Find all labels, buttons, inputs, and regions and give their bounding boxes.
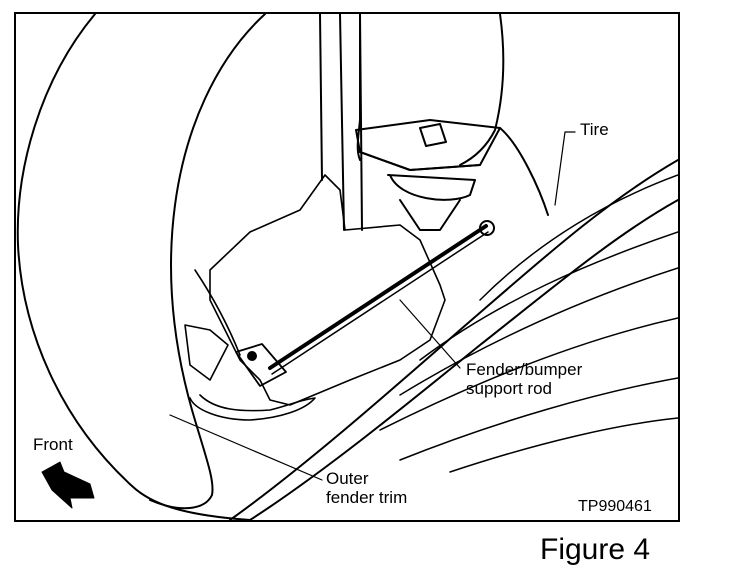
fender-trim-edge-2	[249, 199, 678, 520]
tire-arc-1	[479, 174, 678, 301]
rod-end-bolt	[479, 220, 495, 236]
tire-arc-4	[379, 317, 678, 431]
strut-column-right	[339, 14, 345, 231]
inner-panel-ledge	[194, 269, 241, 356]
bracket-base	[359, 151, 481, 171]
fender-trim-label-line2: fender trim	[326, 488, 408, 507]
strut-column-left	[319, 14, 323, 181]
support-rod-label-line2: support rod	[466, 379, 552, 398]
figure-caption: Figure 4	[540, 533, 651, 566]
support-rod-edge	[271, 231, 489, 375]
inner-fender-panel	[209, 174, 446, 406]
front-arrow	[41, 461, 95, 509]
tire-leader	[554, 131, 576, 206]
fender-trim-label: Outer fender trim	[326, 469, 407, 507]
tire-arc-5	[399, 377, 678, 461]
lower-curl	[189, 394, 316, 421]
tire-arc-2	[419, 231, 678, 361]
tire-arc-6	[449, 417, 678, 473]
figure-code: TP990461	[578, 498, 652, 515]
support-rod	[268, 224, 488, 370]
tire-label: Tire	[580, 120, 609, 139]
rod-bracket-plate	[235, 343, 287, 387]
rod-leader	[399, 299, 461, 369]
tire-arc-3	[399, 267, 678, 396]
fender-trim-edge	[229, 159, 678, 520]
mount-nut	[419, 123, 447, 147]
support-rod-label: Fender/bumper support rod	[466, 360, 582, 398]
bumper-inner-curve	[149, 14, 266, 510]
fender-trim-label-line1: Outer	[326, 469, 369, 488]
front-label: Front	[33, 435, 73, 454]
strut-body-right	[459, 14, 505, 166]
trim-leader	[169, 414, 323, 481]
strut-mount	[387, 174, 476, 201]
shock-housing	[499, 127, 549, 216]
support-rod-label-line1: Fender/bumper	[466, 360, 583, 379]
bracket-tab	[184, 324, 229, 381]
rod-bracket-bolt	[247, 351, 257, 361]
strut-mount-lower	[399, 199, 461, 231]
